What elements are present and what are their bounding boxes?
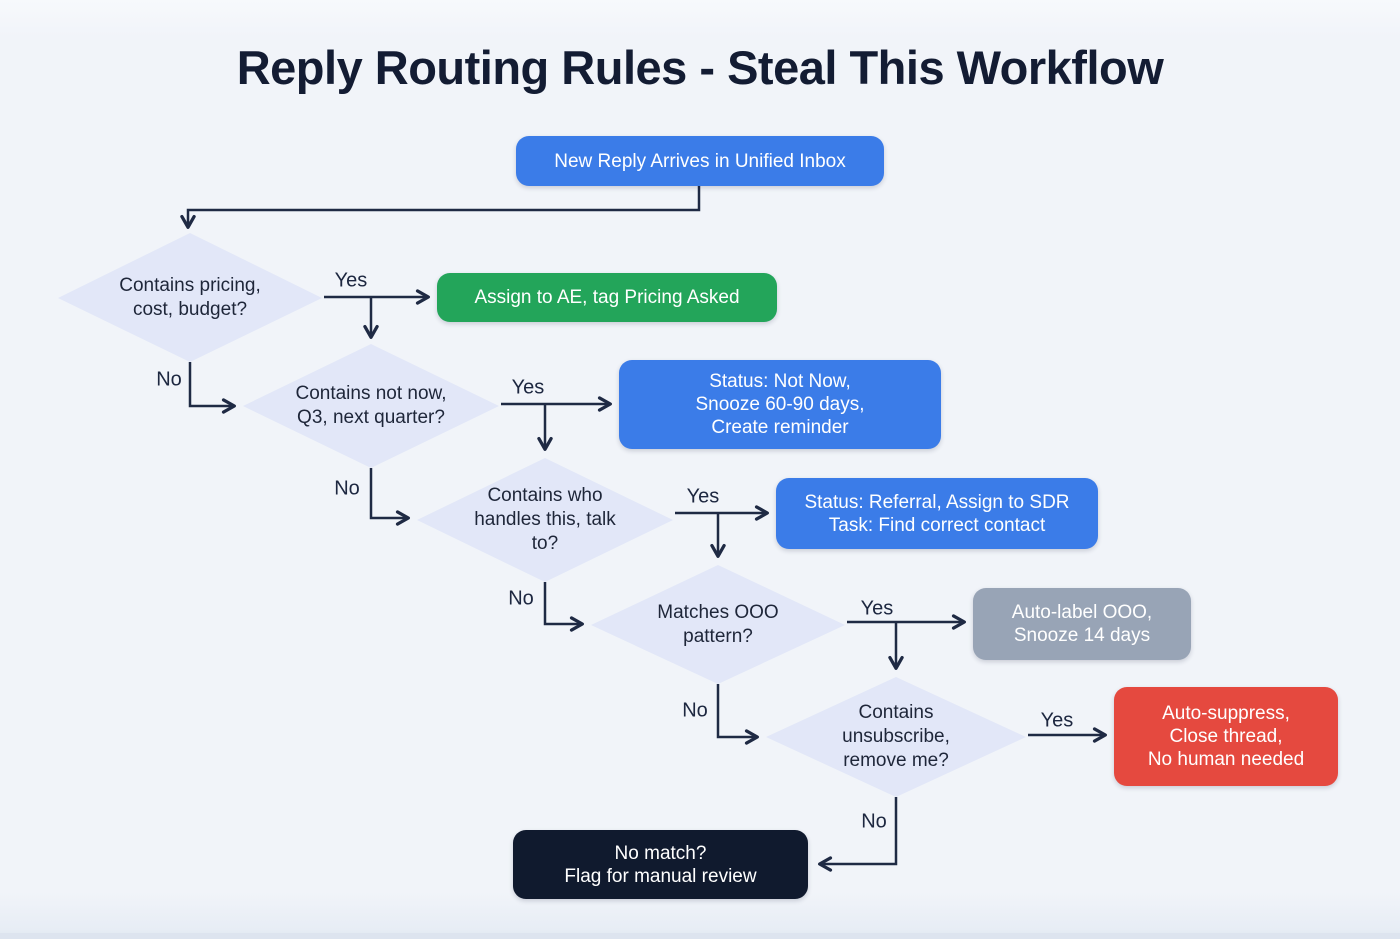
decision-pricing: Contains pricing, cost, budget? bbox=[58, 233, 322, 362]
edge-label-referral-no: No bbox=[508, 587, 534, 610]
decision-pricing-label: Contains pricing, cost, budget? bbox=[119, 274, 261, 320]
node-auto-suppress-label: Auto-suppress, Close thread, No human ne… bbox=[1147, 703, 1305, 770]
decision-unsubscribe: Contains unsubscribe, remove me? bbox=[766, 677, 1026, 797]
edge-label-unsubscribe-yes: Yes bbox=[1040, 709, 1074, 732]
node-auto-suppress: Auto-suppress, Close thread, No human ne… bbox=[1114, 687, 1338, 786]
node-assign-ae: Assign to AE, tag Pricing Asked bbox=[437, 273, 777, 322]
edge-label-unsubscribe-no: No bbox=[861, 810, 887, 833]
decision-pricing-diamond bbox=[58, 233, 322, 362]
node-assign-ae-label: Assign to AE, tag Pricing Asked bbox=[474, 287, 740, 308]
edge-not-now-no bbox=[369, 468, 410, 526]
node-manual-review-label: No match? Flag for manual review bbox=[564, 842, 757, 887]
edge-pricing-no bbox=[188, 362, 236, 414]
edge-referral-no bbox=[543, 582, 584, 632]
edge-start-to-pricing bbox=[180, 186, 701, 229]
edge-label-ooo-no: No bbox=[682, 699, 708, 722]
node-status-not-now: Status: Not Now, Snooze 60-90 days, Crea… bbox=[619, 360, 941, 449]
edge-label-ooo-yes: Yes bbox=[860, 597, 894, 620]
bottom-edge-shadow bbox=[0, 933, 1400, 939]
decision-not-now-diamond bbox=[243, 344, 499, 468]
node-status-referral: Status: Referral, Assign to SDR Task: Fi… bbox=[776, 478, 1098, 549]
edge-label-not-now-no: No bbox=[334, 477, 360, 500]
decision-unsubscribe-diamond bbox=[766, 677, 1026, 797]
decision-unsubscribe-label: Contains unsubscribe, remove me? bbox=[842, 702, 950, 771]
decision-referral-diamond bbox=[417, 458, 673, 582]
edge-unsubscribe-no bbox=[818, 797, 898, 872]
edge-ooo-no bbox=[716, 684, 759, 745]
edge-label-referral-yes: Yes bbox=[686, 485, 720, 508]
node-auto-label-ooo: Auto-label OOO, Snooze 14 days bbox=[973, 588, 1191, 660]
decision-ooo-label: Matches OOO pattern? bbox=[657, 601, 779, 647]
edge-label-not-now-yes: Yes bbox=[511, 376, 545, 399]
node-start: New Reply Arrives in Unified Inbox bbox=[516, 136, 884, 186]
decision-referral-label: Contains who handles this, talk to? bbox=[474, 485, 616, 554]
decision-not-now-label: Contains not now, Q3, next quarter? bbox=[295, 383, 447, 428]
diagram-title: Reply Routing Rules - Steal This Workflo… bbox=[236, 41, 1164, 94]
decision-referral: Contains who handles this, talk to? bbox=[417, 458, 673, 582]
decision-ooo-diamond bbox=[591, 565, 845, 684]
node-auto-label-ooo-label: Auto-label OOO, Snooze 14 days bbox=[1011, 602, 1153, 646]
node-status-referral-label: Status: Referral, Assign to SDR Task: Fi… bbox=[804, 491, 1070, 536]
node-manual-review: No match? Flag for manual review bbox=[513, 830, 808, 899]
decision-not-now: Contains not now, Q3, next quarter? bbox=[243, 344, 499, 468]
edge-label-pricing-no: No bbox=[156, 368, 182, 391]
decision-ooo: Matches OOO pattern? bbox=[591, 565, 845, 684]
node-start-label: New Reply Arrives in Unified Inbox bbox=[554, 150, 846, 172]
edge-label-pricing-yes: Yes bbox=[334, 269, 368, 292]
node-status-not-now-label: Status: Not Now, Snooze 60-90 days, Crea… bbox=[695, 371, 865, 438]
